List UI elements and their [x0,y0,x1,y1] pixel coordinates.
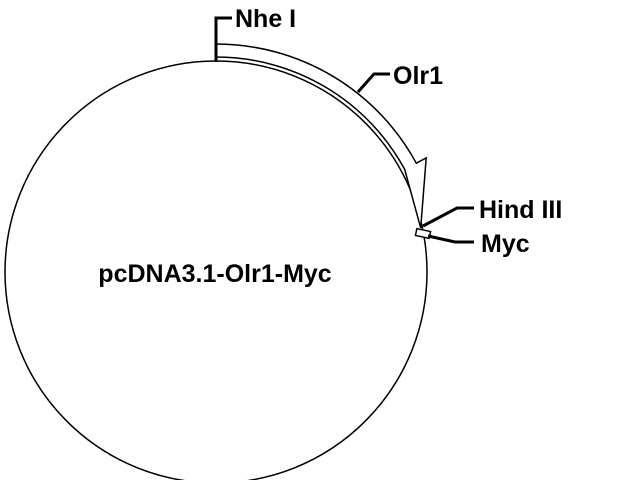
olr1-insert-arrow [215,43,428,229]
olr1-label: Olr1 [393,62,443,90]
hind-iii-label: Hind III [479,196,562,224]
olr1-leader [356,72,390,93]
myc-leader [427,234,474,244]
nhe-i-label: Nhe I [235,5,296,33]
nhe-i-leader [214,16,232,62]
plasmid-name: pcDNA3.1-Olr1-Myc [98,260,331,288]
hind-iii-leader [422,206,474,228]
myc-label: Myc [481,230,530,258]
